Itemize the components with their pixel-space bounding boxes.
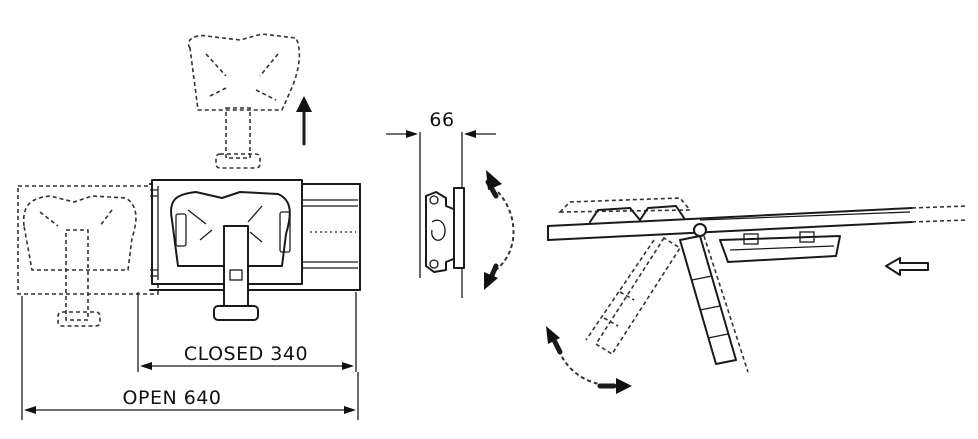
clamp-bracket-raised: [187, 33, 301, 111]
arm-top-clamp-solid: [589, 207, 641, 223]
arm-pivot: [693, 223, 707, 237]
arm-leg: [679, 235, 737, 365]
profile-hinge: [431, 219, 446, 241]
post-raised: [225, 107, 251, 159]
post: [223, 225, 249, 309]
arm-leg-edge: [703, 235, 749, 373]
dimension-open: OPEN 640: [21, 296, 359, 420]
arm-bracket-tab: [743, 233, 759, 245]
rotate-arrow-icon: [484, 170, 515, 290]
dimension-arrowhead: [24, 406, 36, 414]
dimension-arrowhead: [140, 362, 152, 370]
slider-hatch: [150, 189, 158, 277]
push-left-arrow-icon: [885, 257, 929, 276]
width-dimension-label: 66: [429, 109, 454, 131]
arm-rail-edge: [547, 207, 913, 227]
clamp-side-pad: [175, 213, 187, 247]
rail-assembly: [17, 33, 361, 327]
profile-screw: [429, 195, 439, 205]
dimension-arrowhead: [342, 362, 354, 370]
arm-rail-extension: [911, 205, 969, 209]
post-open: [65, 229, 89, 321]
dimension-closed: CLOSED 340: [137, 292, 357, 372]
profile-plate: [453, 187, 465, 269]
swing-arrow-icon: [546, 326, 632, 394]
folding-arm-assembly: [546, 197, 969, 394]
arm-rail-extension: [911, 219, 969, 223]
arm-rail-edge: [547, 221, 913, 241]
arm-under-bracket-line: [729, 245, 835, 251]
arm-under-bracket: [719, 235, 841, 263]
clamp-ribs-open: [39, 209, 113, 227]
arm-leg-hatch: [691, 275, 729, 339]
clamp-ribs: [187, 205, 263, 243]
arm-leg-swung-hatch: [603, 291, 635, 327]
up-arrow-icon: [296, 96, 312, 146]
arm-leg-swung: [594, 236, 682, 356]
post-foot: [213, 305, 259, 321]
profile-screw: [429, 259, 439, 269]
post-foot-raised: [215, 153, 261, 169]
open-dimension-label: OPEN 640: [123, 387, 222, 409]
dimension-arrowhead: [464, 130, 476, 138]
clamp-bracket-open: [22, 195, 137, 271]
clamp-side-pad: [279, 211, 291, 253]
arm-top-clamp-solid: [639, 205, 685, 221]
dimension-arrowhead: [406, 130, 418, 138]
dimension-arrowhead: [344, 406, 356, 414]
side-profile: 66: [386, 109, 515, 298]
arm-rail-inner: [699, 211, 911, 221]
closed-dimension-label: CLOSED 340: [184, 343, 308, 365]
post-bolt: [229, 269, 243, 281]
profile-bracket: [425, 191, 457, 273]
arm-bracket-tab: [799, 231, 815, 243]
arm-top-clamp: [558, 197, 692, 213]
arm-leg-swung-edge: [585, 239, 655, 341]
post-foot-open: [57, 311, 101, 327]
clamp-ribs-raised: [205, 53, 279, 101]
